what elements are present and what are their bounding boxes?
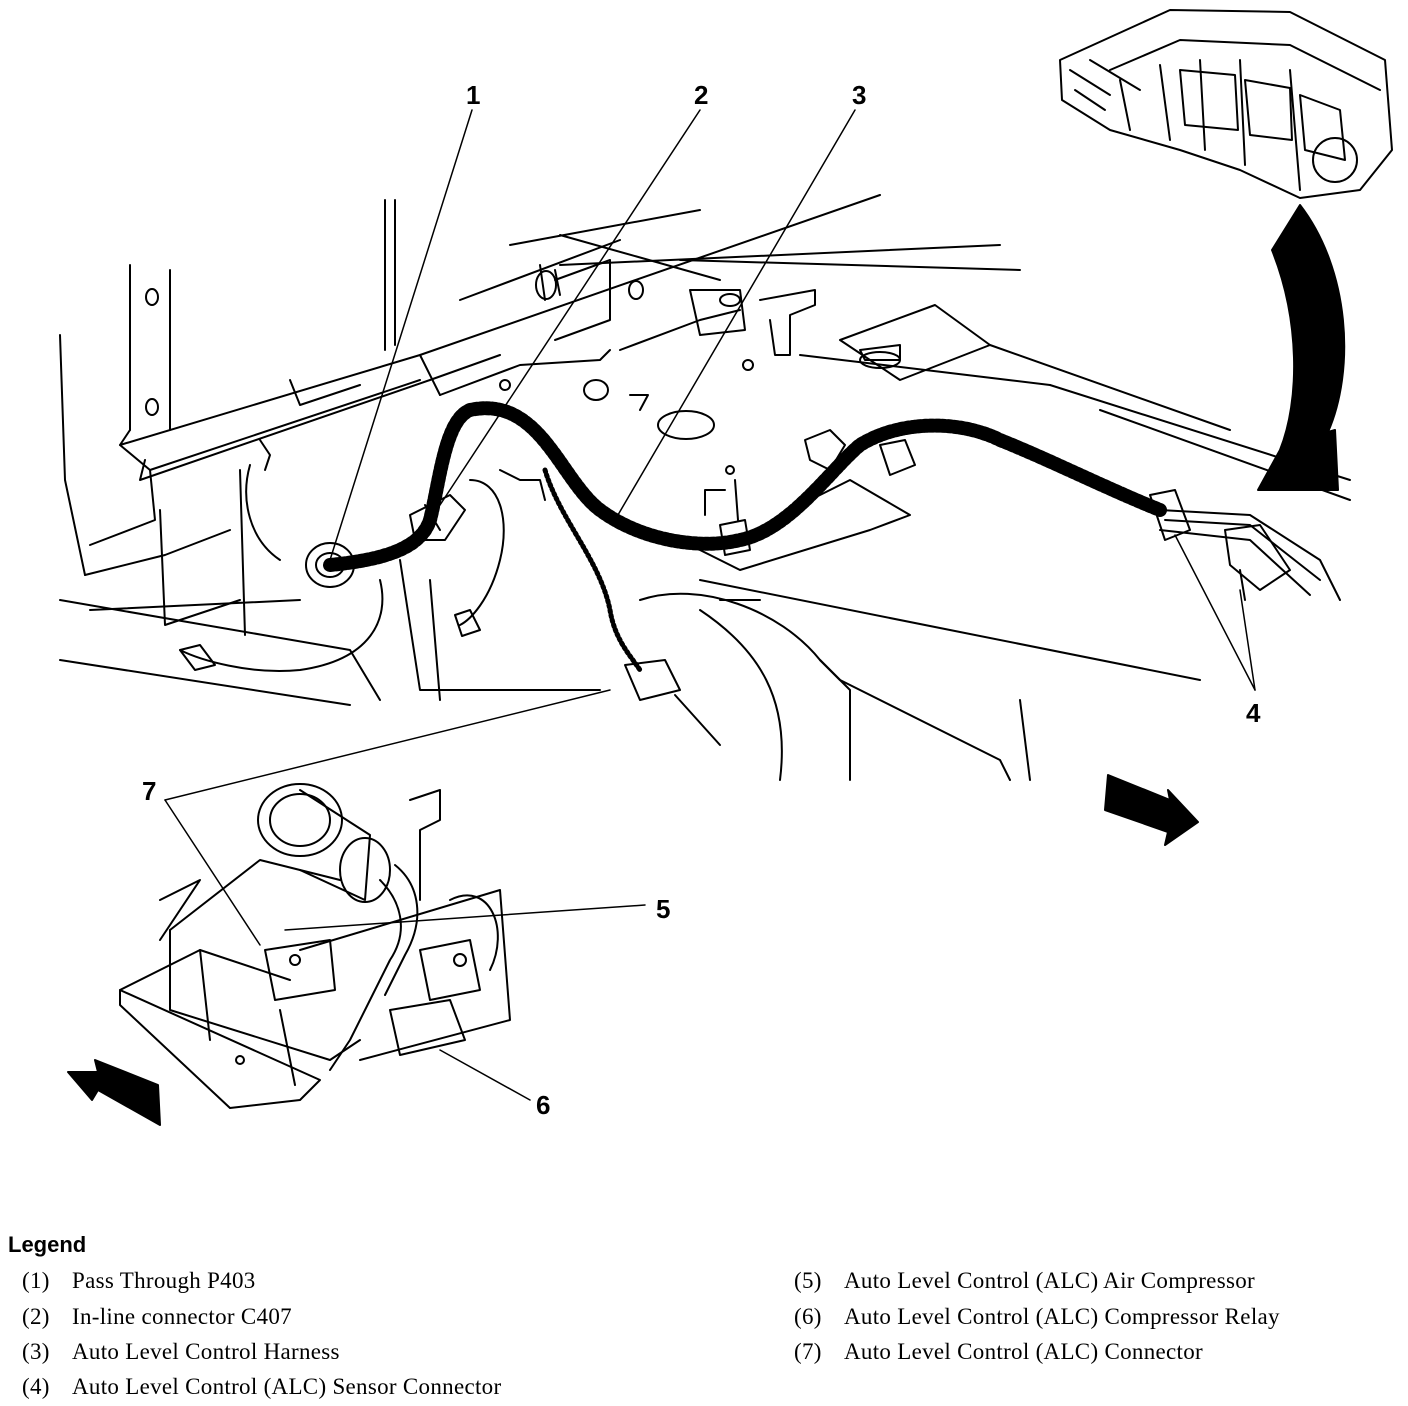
callout-3: 3 — [852, 80, 866, 110]
legend-item-7: (7) Auto Level Control (ALC) Connector — [794, 1339, 1203, 1365]
legend-item-6: (6) Auto Level Control (ALC) Compressor R… — [794, 1304, 1280, 1330]
callout-6: 6 — [536, 1090, 550, 1120]
legend: Legend (1) Pass Through P403 (2) In-line c… — [0, 1226, 1408, 1406]
body-panels — [60, 195, 1350, 780]
legend-item-text: Auto Level Control (ALC) Air Compressor — [844, 1268, 1255, 1293]
legend-item-number: (4) — [22, 1374, 50, 1399]
direction-arrow-left — [68, 1060, 160, 1125]
legend-item-number: (1) — [22, 1268, 50, 1293]
legend-item-text: In-line connector C407 — [72, 1304, 292, 1329]
wiring-diagram: 1 2 3 4 5 6 7 — [0, 0, 1408, 1180]
callout-2: 2 — [694, 80, 708, 110]
legend-item-2: (2) In-line connector C407 — [22, 1304, 292, 1330]
legend-item-number: (5) — [794, 1268, 822, 1293]
sensor-lead-connector — [625, 660, 720, 745]
legend-item-text: Auto Level Control (ALC) Connector — [844, 1339, 1203, 1364]
legend-title: Legend — [8, 1232, 87, 1257]
legend-item-1: (1) Pass Through P403 — [22, 1268, 256, 1294]
inline-connector-c407 — [410, 495, 465, 540]
legend-item-number: (7) — [794, 1339, 822, 1364]
legend-item-5: (5) Auto Level Control (ALC) Air Compress… — [794, 1268, 1255, 1294]
harness-clips — [180, 430, 1290, 670]
legend-item-text: Auto Level Control Harness — [72, 1339, 340, 1364]
legend-item-4: (4) Auto Level Control (ALC) Sensor Conne… — [22, 1374, 501, 1400]
direction-arrow-curved — [1258, 205, 1344, 490]
legend-item-text: Pass Through P403 — [72, 1268, 256, 1293]
pass-through-grommet — [306, 543, 354, 587]
legend-item-number: (2) — [22, 1304, 50, 1329]
direction-arrow-right — [1105, 775, 1198, 845]
alc-harness — [180, 408, 1340, 671]
air-compressor-assembly — [120, 784, 510, 1108]
callout-5: 5 — [656, 894, 670, 924]
legend-item-text: Auto Level Control (ALC) Sensor Connecto… — [72, 1374, 502, 1399]
legend-item-number: (6) — [794, 1304, 822, 1329]
leader-lines — [165, 110, 1255, 1100]
legend-item-3: (3) Auto Level Control Harness — [22, 1339, 340, 1365]
legend-item-text: Auto Level Control (ALC) Compressor Rela… — [844, 1304, 1280, 1329]
legend-item-number: (3) — [22, 1339, 50, 1364]
callout-1: 1 — [466, 80, 480, 110]
callout-4: 4 — [1246, 698, 1261, 728]
vehicle-body-thumbnail — [1060, 10, 1392, 198]
callout-7: 7 — [142, 776, 156, 806]
